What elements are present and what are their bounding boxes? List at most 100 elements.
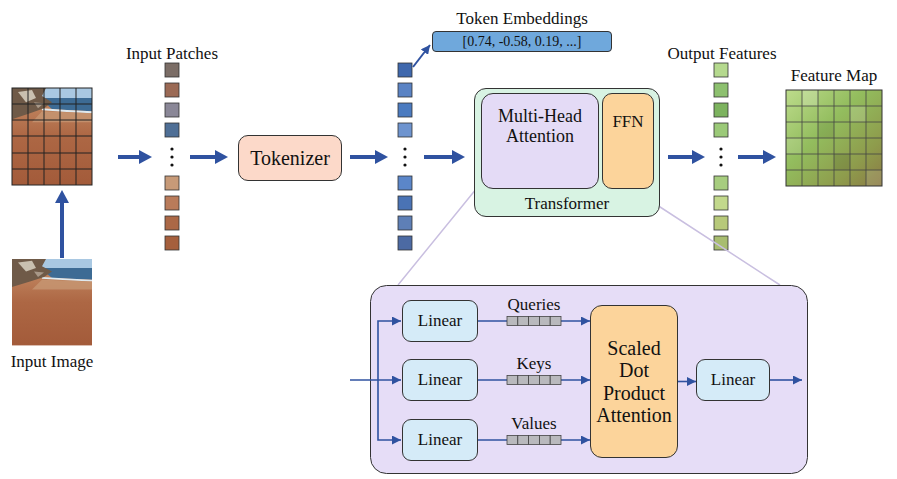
node-content: Multi-Head Attention bbox=[482, 94, 598, 188]
token-column bbox=[398, 123, 412, 137]
linear-box: Linear bbox=[402, 359, 478, 401]
node-text: Linear bbox=[703, 370, 763, 389]
connector-arrow bbox=[678, 381, 696, 383]
panel-wires bbox=[378, 321, 401, 380]
patch-grid bbox=[12, 88, 92, 185]
patch-grid bbox=[12, 88, 92, 185]
token-column bbox=[398, 83, 412, 97]
vector-cell bbox=[550, 317, 561, 326]
node-content: Linear bbox=[697, 360, 769, 400]
input-photo bbox=[12, 259, 92, 345]
tokenizer-box: Tokenizer bbox=[238, 135, 342, 181]
linear-box: Linear bbox=[402, 300, 478, 342]
feature-column bbox=[714, 176, 728, 190]
vector-cell bbox=[518, 317, 529, 326]
patch-column bbox=[165, 63, 179, 250]
vector-cell bbox=[550, 436, 561, 445]
patch-column bbox=[170, 147, 173, 150]
token-column bbox=[398, 196, 412, 210]
edge-label: Queries bbox=[508, 295, 561, 314]
patch-grid bbox=[12, 88, 92, 185]
token-column bbox=[403, 155, 406, 158]
panel-wires bbox=[378, 380, 401, 440]
feature-map bbox=[786, 90, 882, 186]
feature-map bbox=[786, 90, 882, 186]
node-content: Linear bbox=[403, 360, 477, 400]
token-vector bbox=[507, 317, 561, 326]
feature-column bbox=[714, 196, 728, 210]
vector-cell bbox=[550, 376, 561, 385]
flow-arrows bbox=[413, 45, 430, 67]
edge-label: Values bbox=[511, 414, 556, 433]
patch-column bbox=[165, 103, 179, 117]
flow-arrows bbox=[190, 155, 219, 159]
vector-cell bbox=[529, 376, 540, 385]
patch-column bbox=[165, 236, 179, 250]
node-text: Linear bbox=[409, 430, 471, 449]
map-title: Feature Map bbox=[791, 66, 877, 85]
vector-cell bbox=[539, 317, 550, 326]
node-content: Linear bbox=[403, 301, 477, 341]
patch-column bbox=[165, 216, 179, 230]
node-text: Linear bbox=[409, 311, 471, 330]
feature-map bbox=[834, 154, 850, 170]
node-content: FFN bbox=[603, 94, 653, 188]
token-column bbox=[398, 103, 412, 117]
feature-column bbox=[714, 216, 728, 230]
flow-arrows bbox=[139, 150, 152, 164]
patch-column bbox=[165, 176, 179, 190]
node-text: Multi-Head Attention bbox=[488, 106, 592, 146]
feature-map bbox=[850, 106, 866, 122]
node-content: Tokenizer bbox=[239, 136, 341, 180]
token-column bbox=[403, 163, 406, 166]
vector-cell bbox=[518, 376, 529, 385]
patch-column bbox=[165, 63, 179, 77]
feature-column bbox=[714, 63, 728, 77]
zoom-panel bbox=[371, 286, 808, 474]
vector-cell bbox=[507, 317, 518, 326]
attention-core-box: Scaled Dot Product Attention bbox=[590, 305, 678, 458]
patch-column bbox=[165, 83, 179, 97]
flow-arrows bbox=[668, 155, 696, 159]
patch-grid bbox=[12, 88, 92, 185]
node-text: Linear bbox=[409, 370, 471, 389]
attention-box: Multi-Head Attention bbox=[481, 93, 599, 189]
feature-column bbox=[714, 83, 728, 97]
feature-column bbox=[714, 123, 728, 137]
node-text: [0.74, -0.58, 0.19, ...] bbox=[439, 34, 605, 50]
vector-cell bbox=[507, 436, 518, 445]
zoom-lines bbox=[398, 183, 780, 285]
column-title: Input Patches bbox=[126, 44, 218, 63]
vector-cell bbox=[518, 436, 529, 445]
flow-arrows bbox=[424, 155, 456, 159]
token-column bbox=[398, 176, 412, 190]
ffn-box: FFN bbox=[602, 93, 654, 189]
feature-map bbox=[802, 90, 818, 106]
token-column bbox=[398, 63, 412, 250]
column-title: Output Features bbox=[667, 44, 776, 63]
flow-arrows bbox=[55, 190, 69, 203]
feature-map bbox=[818, 122, 834, 138]
node-text: Tokenizer bbox=[245, 147, 335, 169]
edge-label: Keys bbox=[517, 354, 552, 373]
flow-arrows bbox=[692, 150, 705, 164]
panel-wires bbox=[350, 379, 401, 381]
token-column bbox=[398, 63, 412, 77]
feature-column bbox=[719, 147, 722, 150]
token-vector bbox=[507, 376, 561, 385]
token-column bbox=[398, 216, 412, 230]
vector-cell bbox=[539, 376, 550, 385]
patch-column bbox=[165, 123, 179, 137]
flow-arrows bbox=[452, 150, 465, 164]
linear-box: Linear bbox=[696, 359, 770, 401]
feature-column bbox=[714, 103, 728, 117]
panel-wires bbox=[770, 379, 802, 381]
vector-cell bbox=[539, 436, 550, 445]
flow-arrows bbox=[55, 45, 776, 258]
transformer-block: TransformerMulti-Head AttentionFFN bbox=[474, 88, 660, 217]
vector-cell bbox=[529, 317, 540, 326]
patch-column bbox=[165, 196, 179, 210]
token-column bbox=[398, 236, 412, 250]
